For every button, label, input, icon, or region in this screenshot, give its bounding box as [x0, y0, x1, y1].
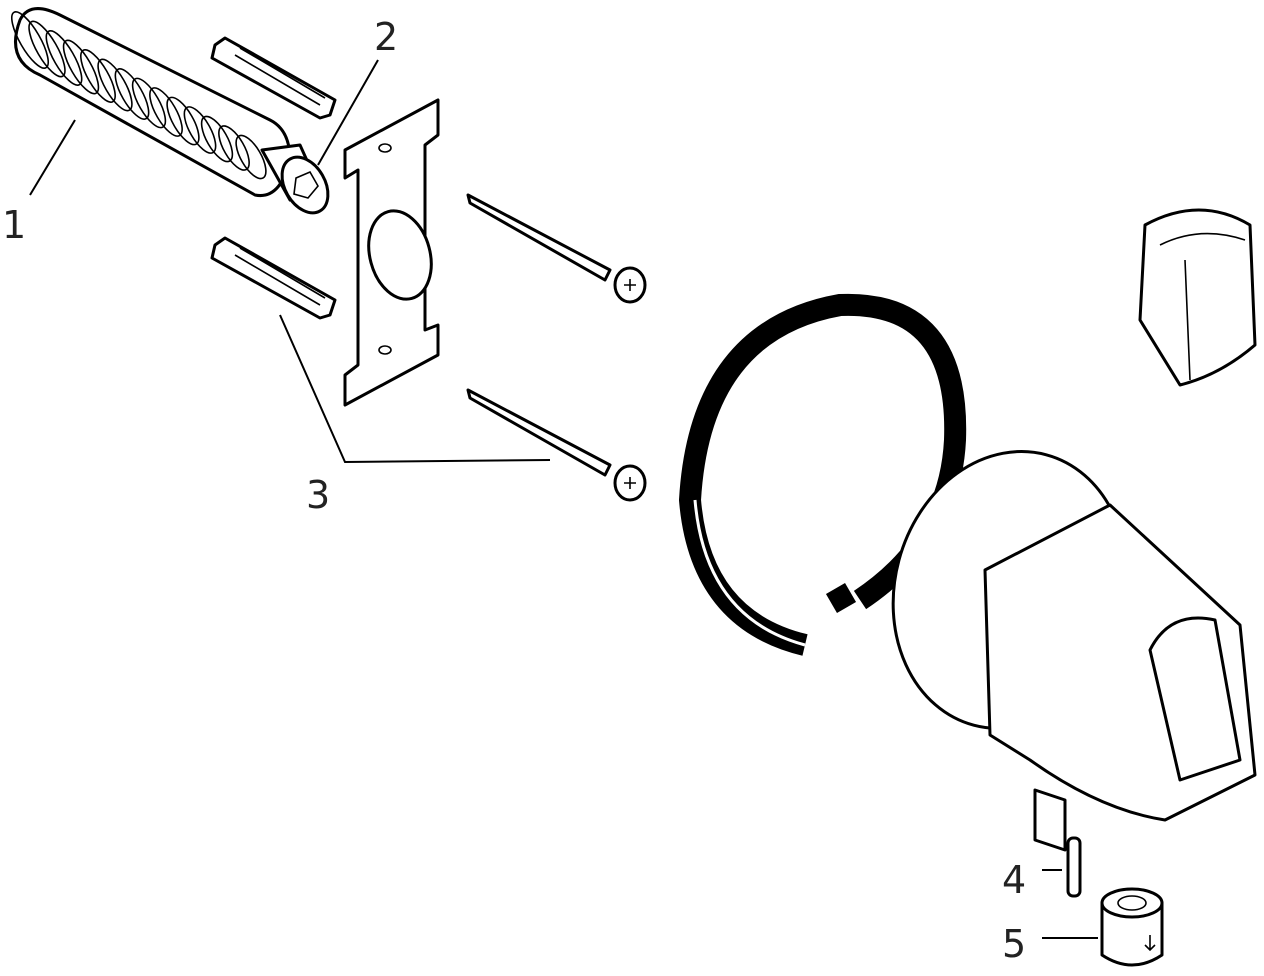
- hose-ring: [200, 115, 234, 163]
- hose-ring: [149, 87, 183, 137]
- callout-2: 2: [374, 15, 398, 59]
- pin-part: [1066, 836, 1082, 898]
- holder-clip: [1138, 208, 1257, 387]
- leader-line-1: [29, 119, 76, 196]
- leader-line-2: [317, 59, 379, 166]
- hose-ring: [114, 68, 150, 120]
- hose-ring: [131, 77, 167, 129]
- hose-ring: [28, 20, 66, 78]
- wall-anchor-bottom: [210, 236, 337, 320]
- callout-4: 4: [1002, 858, 1026, 902]
- hose-ring: [97, 58, 133, 112]
- mounting-plate: [343, 98, 440, 407]
- hose-ring: [166, 96, 200, 146]
- hose-ring: [62, 39, 100, 95]
- hose-ring: [183, 106, 217, 154]
- leader-line-3: [279, 314, 551, 464]
- filter-insert-part: [1100, 887, 1164, 967]
- wall-outlet: [891, 450, 1257, 852]
- hose-ring: [11, 11, 49, 69]
- screw-bottom: [466, 388, 647, 502]
- wall-anchor-top: [210, 36, 337, 120]
- hose-ring: [218, 125, 250, 171]
- hose-ring: [80, 49, 116, 103]
- callout-1: 1: [2, 203, 26, 247]
- hose-ring: [45, 30, 83, 86]
- hose-ring: [235, 134, 267, 180]
- callout-3: 3: [306, 473, 330, 517]
- callout-5: 5: [1002, 922, 1026, 966]
- hose-part: [11, 7, 330, 215]
- screw-top: [466, 193, 647, 304]
